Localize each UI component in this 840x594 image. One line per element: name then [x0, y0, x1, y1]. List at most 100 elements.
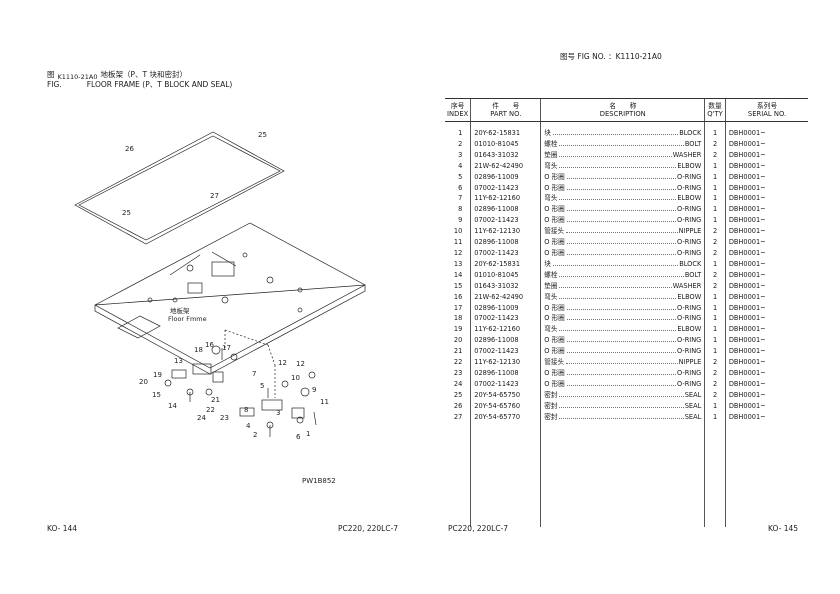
row-desc-en: O-RING: [676, 303, 702, 312]
p-block-assembly: [164, 345, 238, 402]
leader-dots: [559, 324, 677, 332]
row-qty: 2: [704, 149, 726, 161]
row-desc-en: O-RING: [676, 347, 702, 356]
row-serial: DBH0001~: [724, 313, 809, 325]
row-desc-cn: O 形圈: [544, 368, 565, 377]
leader-dots: [566, 215, 676, 223]
callout-21: 21: [211, 396, 220, 404]
callout-19: 19: [153, 371, 162, 379]
row-part-no: 07002-11423: [470, 378, 541, 390]
row-qty: 2: [704, 280, 726, 292]
callout-16: 16: [205, 341, 214, 349]
row-desc-cn: 密封: [544, 401, 558, 410]
row-part-no: 11Y-62-12130: [470, 226, 541, 238]
row-index: 27: [453, 412, 463, 421]
row-index: 2: [458, 139, 463, 148]
row-desc-cn: O 形圈: [544, 303, 565, 312]
leader-dots: [559, 281, 672, 288]
row-desc-en: BOLT: [684, 270, 702, 279]
leader-dots: [566, 368, 676, 375]
row-desc-en: SEAL: [684, 412, 702, 421]
row-desc-en: SEAL: [684, 401, 702, 410]
callout-10: 10: [291, 374, 300, 382]
row-qty: 1: [704, 193, 726, 205]
row-part-no: 11Y-62-12160: [470, 193, 541, 205]
row-qty: 2: [704, 269, 726, 281]
row-qty: 1: [704, 335, 726, 347]
row-qty: 2: [704, 367, 726, 379]
row-desc-cn: O 形圈: [544, 238, 565, 247]
right-model: PC220, 220LC-7: [448, 524, 509, 533]
row-desc-cn: O 形圈: [544, 379, 565, 388]
row-desc-en: O-RING: [676, 172, 702, 181]
row-index: 7: [458, 194, 463, 203]
leader-dots: [566, 357, 678, 365]
row-serial: DBH0001~: [724, 324, 809, 336]
row-part-no: 07002-11423: [470, 346, 541, 358]
callout-9: 9: [312, 386, 316, 394]
row-desc-en: NIPPLE: [678, 358, 702, 367]
callout-numbers: 25 26 27 25 13 16 17 18 19 20 15 14 22 2…: [122, 131, 329, 441]
row-desc-cn: 密封: [544, 390, 558, 399]
row-serial: DBH0001~: [724, 226, 809, 238]
row-desc-en: O-RING: [676, 368, 702, 377]
row-desc-en: ELBOW: [677, 292, 702, 301]
row-serial: DBH0001~: [724, 389, 809, 401]
row-desc-cn: 块: [544, 259, 551, 268]
row-part-no: 01643-31032: [470, 149, 541, 161]
leader-dots: [566, 303, 676, 310]
row-part-no: 11Y-62-12160: [470, 324, 541, 336]
row-serial: DBH0001~: [724, 237, 809, 248]
row-serial: DBH0001~: [724, 182, 809, 194]
row-qty: 1: [704, 313, 726, 325]
callout-26: 26: [125, 145, 134, 153]
row-desc-en: O-RING: [676, 248, 702, 257]
row-serial: DBH0001~: [724, 411, 809, 423]
row-part-no: 20Y-54-65770: [470, 411, 541, 423]
row-index: 23: [453, 368, 463, 377]
row-description: O 形圈 O-RING: [540, 378, 705, 390]
row-desc-en: SEAL: [684, 390, 702, 399]
row-index: 14: [453, 270, 463, 279]
row-desc-en: ELBOW: [677, 161, 702, 170]
row-index: 15: [453, 281, 463, 290]
row-desc-cn: O 形圈: [544, 183, 565, 192]
left-page-number: KO- 144: [47, 524, 78, 533]
row-desc-cn: 弯头: [544, 194, 558, 203]
callout-1: 1: [306, 430, 310, 438]
left-model: PC220, 220LC-7: [338, 524, 399, 533]
row-part-no: 20Y-54-65750: [470, 389, 541, 401]
row-part-no: 02896-11008: [470, 237, 541, 248]
exploded-parts-diagram: 地板架 Floor Fmme 25 26 27 25 13 16 17 18 1…: [74, 131, 366, 485]
row-desc-en: O-RING: [676, 379, 702, 388]
row-index: 11: [453, 238, 463, 247]
row-qty: 1: [704, 258, 726, 270]
row-part-no: 02896-11009: [470, 302, 541, 314]
row-desc-cn: 垫圈: [544, 150, 558, 159]
row-serial: DBH0001~: [724, 302, 809, 314]
row-qty: 1: [704, 215, 726, 227]
floor-frame-plate: [94, 222, 366, 375]
